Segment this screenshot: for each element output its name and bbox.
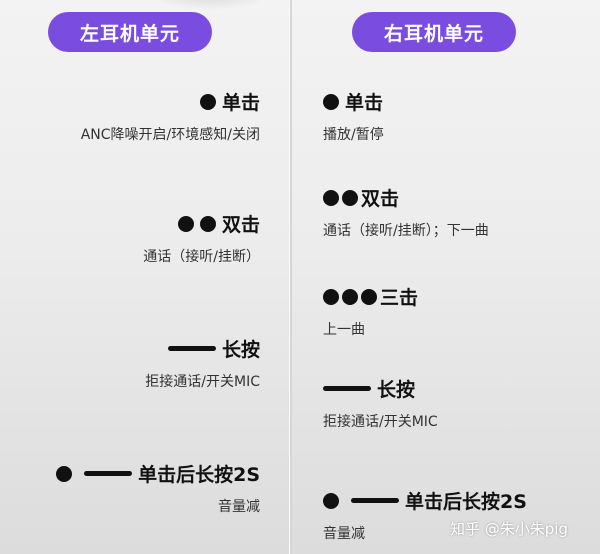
gesture-action: ANC降噪开启/环境感知/关闭 [80,127,260,143]
gesture-action: 拒接通话/开关MIC [145,374,260,390]
tap-dot-icon [342,189,358,206]
hold-dash-icon [84,471,133,476]
gesture-action: 音量减 [218,499,260,515]
gesture-label: 双击 [221,214,260,236]
left-double-tap: 双击 通话（接听/挂断） [143,210,260,266]
left-long-press: 长按 拒接通话/开关MIC [145,335,260,391]
gesture-label: 三击 [380,287,419,309]
gesture-action: 通话（接听/挂断）；下一曲 [323,223,489,239]
gesture-label: 单击后长按2S [405,491,527,513]
right-tap-then-hold: 单击后长按2S 音量减 [323,487,527,543]
gesture-label: 双击 [361,188,400,210]
watermark: 知乎 @朱小朱pig [450,520,568,538]
gesture-label: 长按 [377,379,416,401]
gesture-action: 上一曲 [323,322,365,338]
hold-dash-icon [323,386,371,391]
left-tap-then-hold: 单击后长按2S 音量减 [56,460,260,516]
gesture-label: 单击 [221,92,260,114]
right-double-tap: 双击 通话（接听/挂断）；下一曲 [323,184,489,240]
tap-dot-icon [361,288,377,305]
gesture-label: 单击 [345,92,384,114]
gesture-label: 长按 [221,339,260,361]
right-single-tap: 单击 播放/暂停 [323,88,384,144]
tap-dot-icon [177,215,194,232]
gesture-label: 单击后长按2S [138,464,260,486]
hold-dash-icon [167,346,216,351]
gesture-action: 拒接通话/开关MIC [323,414,438,430]
tap-dot-icon [323,93,339,110]
gesture-action: 音量减 [323,526,365,542]
right-earbud-title: 右耳机单元 [352,12,516,52]
gesture-action: 通话（接听/挂断） [143,249,260,265]
left-single-tap: 单击 ANC降噪开启/环境感知/关闭 [81,88,260,144]
tap-dot-icon [342,288,358,305]
tap-dot-icon [323,492,339,509]
hold-dash-icon [351,498,399,503]
tap-dot-icon [323,189,339,206]
gesture-action: 播放/暂停 [323,127,384,143]
column-divider [289,0,292,554]
left-earbud-title: 左耳机单元 [48,12,212,52]
right-triple-tap: 三击 上一曲 [323,283,418,339]
tap-dot-icon [199,215,216,232]
tap-dot-icon [56,465,73,482]
tap-dot-icon [199,93,216,110]
top-shadow [150,0,270,10]
tap-dot-icon [323,288,339,305]
right-long-press: 长按 拒接通话/开关MIC [323,375,438,431]
